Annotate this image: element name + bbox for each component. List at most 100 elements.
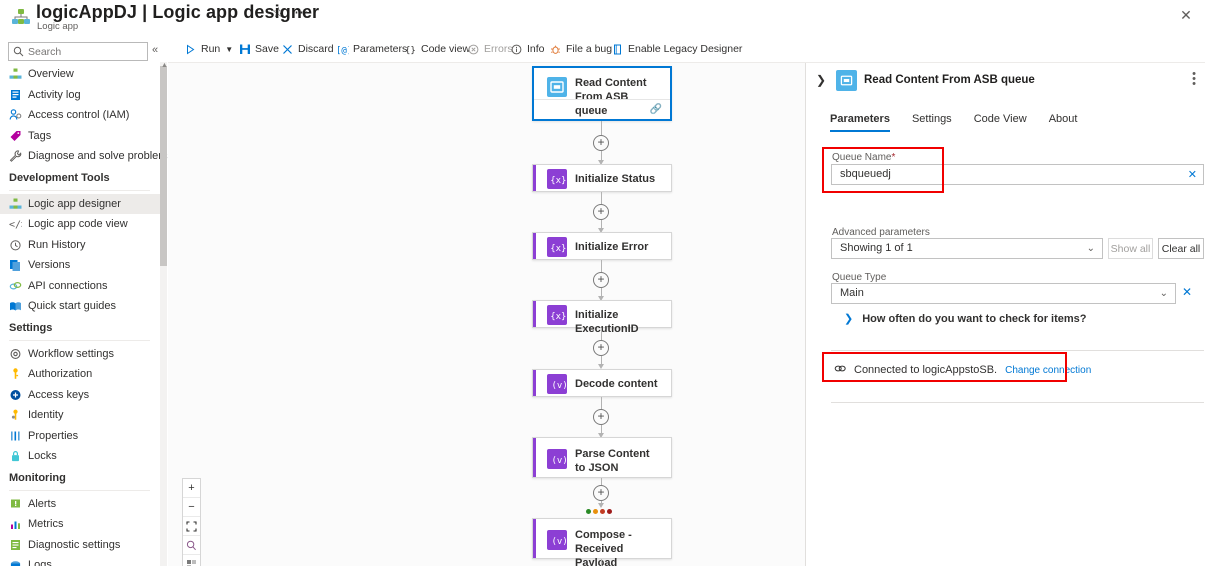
sidebar-scrollbar-thumb[interactable] xyxy=(160,66,167,266)
compose-icon: (v) xyxy=(547,374,567,394)
zoom-out-icon[interactable]: − xyxy=(183,498,200,517)
clear-icon[interactable]: ✕ xyxy=(1187,169,1197,181)
save-label: Save xyxy=(255,43,279,55)
tab-parameters[interactable]: Parameters xyxy=(830,113,890,132)
star-icon[interactable]: ☆ xyxy=(272,4,285,20)
code-view-button[interactable]: {} Code view xyxy=(404,41,471,57)
save-button[interactable]: Save xyxy=(238,41,279,57)
sidebar-item-logs[interactable]: Logs xyxy=(0,555,160,566)
change-connection-link[interactable]: Change connection xyxy=(1005,364,1092,376)
sidebar-item-diagnose[interactable]: Diagnose and solve problems xyxy=(0,146,168,167)
flow-node-compose-received-payload[interactable]: (v) Compose - Received Payload xyxy=(532,518,672,566)
flow-arrow xyxy=(598,503,604,508)
page-titlebar: logicAppDJ | Logic app designer Logic ap… xyxy=(0,0,1205,36)
sidebar-item-logic-app-designer[interactable]: Logic app designer xyxy=(0,193,160,214)
enable-legacy-designer-button[interactable]: Enable Legacy Designer xyxy=(611,41,742,57)
canvas-zoom-controls[interactable]: + − xyxy=(182,478,201,566)
service-bus-icon xyxy=(547,77,567,97)
sidebar-item-tags[interactable]: Tags xyxy=(0,126,160,147)
queue-name-input[interactable]: sbqueuedj ✕ xyxy=(831,164,1204,185)
ellipsis-icon[interactable]: ⋯ xyxy=(294,4,310,21)
vertical-ellipsis-icon[interactable]: ••• xyxy=(1192,68,1196,90)
api-connections-icon xyxy=(9,279,22,292)
flow-arrow xyxy=(598,433,604,438)
sidebar-item-run-history[interactable]: Run History xyxy=(0,235,160,256)
add-step-button[interactable]: + xyxy=(593,135,609,151)
flow-node-trigger[interactable]: Read Content From ASB queue 🔗 xyxy=(532,66,672,121)
sidebar-item-versions[interactable]: Versions xyxy=(0,255,160,276)
sidebar-item-overview[interactable]: Overview xyxy=(0,64,160,85)
sidebar-item-authorization[interactable]: Authorization xyxy=(0,364,160,385)
sidebar-item-workflow-settings[interactable]: Workflow settings xyxy=(0,344,160,365)
designer-canvas[interactable]: Read Content From ASB queue 🔗 + {x} Init… xyxy=(168,63,805,566)
flow-arrow xyxy=(598,364,604,369)
sidebar-scrollbar[interactable] xyxy=(160,62,167,566)
sidebar-item-activity-log[interactable]: Activity log xyxy=(0,85,160,106)
sidebar-item-label: Tags xyxy=(28,129,52,142)
add-step-button[interactable]: + xyxy=(593,340,609,356)
add-step-button[interactable]: + xyxy=(593,272,609,288)
search-input[interactable] xyxy=(26,44,144,59)
tab-code-view[interactable]: Code View xyxy=(973,113,1027,125)
info-button[interactable]: Info xyxy=(510,41,545,57)
sidebar-item-quick-start-guides[interactable]: Quick start guides xyxy=(0,296,160,317)
wrench-icon xyxy=(9,150,22,163)
sidebar-item-label: Logic app designer xyxy=(28,197,121,210)
sidebar-item-metrics[interactable]: Metrics xyxy=(0,514,160,535)
sidebar-divider xyxy=(9,489,150,491)
add-step-button[interactable]: + xyxy=(593,204,609,220)
parameters-button[interactable]: [@] Parameters xyxy=(336,41,407,57)
details-pane: ❯ Read Content From ASB queue ••• Parame… xyxy=(806,63,1205,566)
scroll-up-icon[interactable]: ▲ xyxy=(161,62,168,69)
sidebar-group-settings: Settings xyxy=(9,321,53,334)
link-icon: 🔗 xyxy=(649,104,662,115)
queue-type-select[interactable]: Main ⌄ xyxy=(831,283,1176,304)
metrics-icon xyxy=(9,518,22,531)
required-marker: * xyxy=(891,152,896,163)
sidebar-item-locks[interactable]: Locks xyxy=(0,446,160,467)
search-box[interactable] xyxy=(8,42,148,61)
clear-icon[interactable]: ✕ xyxy=(1182,285,1193,299)
flow-connector xyxy=(601,151,602,163)
run-button[interactable]: Run ▼ xyxy=(184,41,233,57)
sidebar-item-alerts[interactable]: Alerts xyxy=(0,494,160,515)
sidebar-item-label: Logs xyxy=(28,559,52,566)
sidebar-item-access-keys[interactable]: Access keys xyxy=(0,385,160,406)
zoom-in-icon[interactable]: + xyxy=(183,479,200,498)
svg-text:{x}: {x} xyxy=(550,312,566,322)
lock-icon xyxy=(9,450,22,463)
sidebar-item-api-connections[interactable]: API connections xyxy=(0,276,160,297)
advanced-parameters-select[interactable]: Showing 1 of 1 ⌄ xyxy=(831,238,1103,259)
sidebar-item-logic-app-code-view[interactable]: </> Logic app code view xyxy=(0,214,160,235)
svg-text:(v): (v) xyxy=(552,537,568,547)
check-items-collapsible[interactable]: ❯ How often do you want to check for ite… xyxy=(844,312,1087,326)
zoom-search-icon[interactable] xyxy=(183,536,200,555)
status-dot-orange xyxy=(593,509,598,514)
file-a-bug-button[interactable]: File a bug xyxy=(549,41,612,57)
fit-to-screen-icon[interactable] xyxy=(183,517,200,536)
code-view-icon: </> xyxy=(9,218,27,231)
sidebar-item-access-control[interactable]: Access control (IAM) xyxy=(0,105,160,126)
flow-node-initialize-executionid[interactable]: {x} Initialize ExecutionID xyxy=(532,300,672,335)
chevron-right-icon[interactable]: ❯ xyxy=(816,73,827,87)
code-view-label: Code view xyxy=(421,43,471,55)
double-chevron-left-icon[interactable]: « xyxy=(152,44,159,56)
key-icon xyxy=(9,368,22,381)
sidebar-item-diagnostic-settings[interactable]: Diagnostic settings xyxy=(0,535,160,556)
tab-about[interactable]: About xyxy=(1048,113,1078,125)
discard-button[interactable]: Discard xyxy=(281,41,334,57)
canvas-overview-icon[interactable] xyxy=(183,555,200,566)
sidebar-item-identity[interactable]: Identity xyxy=(0,405,160,426)
add-step-button[interactable]: + xyxy=(593,485,609,501)
sidebar-item-label: Access control (IAM) xyxy=(28,109,130,122)
close-icon[interactable]: ✕ xyxy=(1180,7,1192,23)
flow-node-decode-content[interactable]: (v) Decode content xyxy=(532,369,672,397)
add-step-button[interactable]: + xyxy=(593,409,609,425)
flow-node-initialize-status[interactable]: {x} Initialize Status xyxy=(532,164,672,192)
sidebar-item-properties[interactable]: Properties xyxy=(0,426,160,447)
tab-settings[interactable]: Settings xyxy=(911,113,952,125)
flow-node-parse-content-to-json[interactable]: (v) Parse Content to JSON xyxy=(532,437,672,478)
clear-all-button[interactable]: Clear all xyxy=(1158,238,1204,259)
sidebar-item-label: Alerts xyxy=(28,497,57,510)
flow-node-initialize-error[interactable]: {x} Initialize Error xyxy=(532,232,672,260)
